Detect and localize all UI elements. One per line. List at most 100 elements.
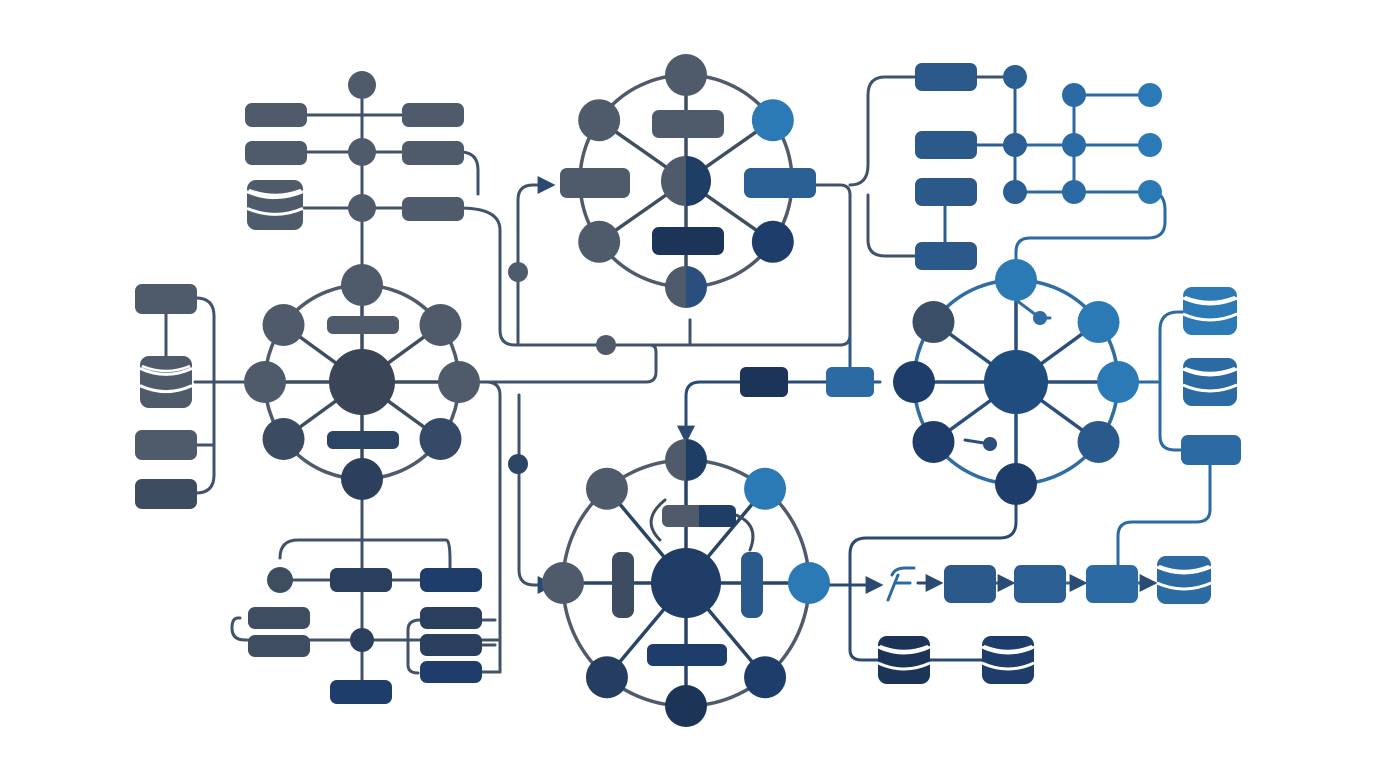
node-box xyxy=(915,63,977,91)
hub-bottom-center-node xyxy=(665,439,707,481)
node-box xyxy=(740,367,788,397)
node-box xyxy=(135,284,197,314)
database-body xyxy=(247,180,303,230)
hub-right-node xyxy=(1097,361,1139,403)
hub-bottom-center-link xyxy=(734,513,755,552)
database-icon xyxy=(877,636,931,684)
node-circle xyxy=(348,138,376,166)
database-rim xyxy=(1158,564,1210,573)
database-band xyxy=(246,190,304,200)
connector-line xyxy=(688,183,852,347)
node-circle xyxy=(1003,180,1027,204)
node-box xyxy=(420,607,482,629)
connector-line xyxy=(406,618,422,675)
node-circle xyxy=(1138,180,1162,204)
hub-top-center-node xyxy=(751,99,794,142)
database-rim xyxy=(1184,295,1236,304)
connector-line xyxy=(866,193,920,258)
connector-line xyxy=(1116,463,1212,567)
hub-top-center-node xyxy=(751,220,794,263)
hub-bottom-center-node xyxy=(665,685,707,727)
hub-right-node xyxy=(893,361,935,403)
hub-bottom-center-box xyxy=(612,552,634,618)
pipeline-box xyxy=(1014,565,1066,603)
hub-right-node xyxy=(1077,301,1120,344)
node-circle xyxy=(1138,133,1162,157)
hub-left-node xyxy=(419,303,462,346)
node-circle xyxy=(1138,83,1162,107)
hub-right-dot xyxy=(1033,311,1047,325)
database-icon xyxy=(1156,556,1212,604)
junction-dot xyxy=(508,262,528,282)
hub-bottom-center-box xyxy=(741,552,763,618)
hub-left-box xyxy=(327,431,399,449)
connector-line xyxy=(468,343,658,384)
hub-bottom-center-node xyxy=(585,656,628,699)
connector-line xyxy=(278,538,452,577)
connector-line xyxy=(848,75,920,187)
node-box xyxy=(402,141,464,165)
database-band xyxy=(246,206,304,216)
hub-left-node xyxy=(438,361,480,403)
node-box xyxy=(330,680,392,704)
hub-left-node xyxy=(262,303,305,346)
hub-bottom-center-node xyxy=(542,562,584,604)
connector-line xyxy=(516,176,556,347)
database-band xyxy=(877,661,931,671)
hub-bottom-center-node xyxy=(585,467,628,510)
database-rim xyxy=(1184,366,1236,375)
database-body xyxy=(1183,287,1237,335)
database-body xyxy=(1183,358,1237,406)
node-circle xyxy=(1003,65,1027,89)
node-circle xyxy=(1062,180,1086,204)
node-box xyxy=(248,607,310,629)
hub-top-center-box xyxy=(652,227,724,255)
database-band xyxy=(139,366,193,376)
hub-top-center-node xyxy=(665,266,707,308)
hub-bottom-center-node xyxy=(788,562,830,604)
database-band xyxy=(139,384,193,394)
hub-right-node xyxy=(1077,420,1120,463)
node-box xyxy=(420,568,482,592)
node-circle xyxy=(267,567,293,593)
hub-right-node xyxy=(995,463,1037,505)
hub-left-box xyxy=(327,316,399,334)
connector-line xyxy=(848,583,882,662)
flow-logo-icon xyxy=(886,566,916,602)
database-icon xyxy=(139,356,193,408)
hub-top-center-node xyxy=(578,220,621,263)
database-icon xyxy=(246,180,304,230)
junction-dot xyxy=(596,335,616,355)
hub-top-center-box xyxy=(744,168,816,198)
connector-line xyxy=(484,380,502,674)
hub-left-center xyxy=(329,349,395,415)
node-box xyxy=(402,103,464,127)
database-icon xyxy=(1182,287,1238,335)
hub-top-center-box xyxy=(560,168,630,198)
diagram-shapes xyxy=(135,54,1241,727)
node-circle xyxy=(350,628,374,652)
database-rim xyxy=(248,188,302,197)
hub-bottom-center-center xyxy=(651,548,721,618)
database-band xyxy=(981,645,1035,655)
connector-line xyxy=(517,393,556,594)
database-body xyxy=(1157,556,1211,604)
database-band xyxy=(1156,581,1212,591)
database-band xyxy=(1182,383,1238,393)
connector-line xyxy=(1158,328,1185,452)
hub-left-node xyxy=(244,361,286,403)
node-box xyxy=(1181,435,1241,465)
connector-line xyxy=(230,616,502,642)
node-box xyxy=(915,178,977,206)
database-icon xyxy=(1182,358,1238,406)
node-box xyxy=(245,103,307,127)
hub-right-node xyxy=(912,420,955,463)
database-body xyxy=(140,356,192,408)
flow-logo-stroke xyxy=(886,566,916,602)
database-body xyxy=(878,636,930,684)
connector-line xyxy=(194,296,216,495)
hub-left-node xyxy=(262,418,305,461)
hub-top-center-node xyxy=(578,99,621,142)
database-band xyxy=(1182,312,1238,322)
